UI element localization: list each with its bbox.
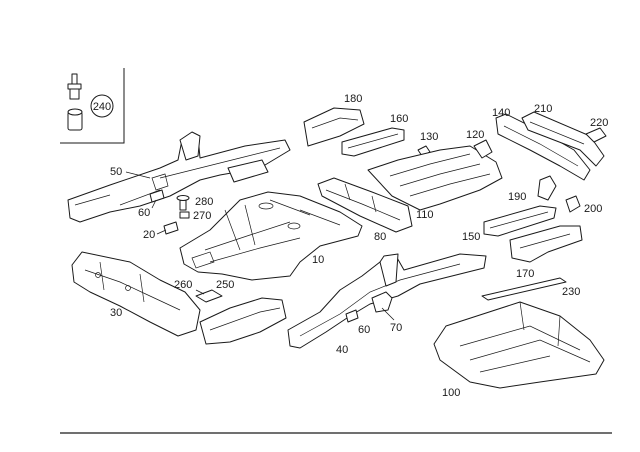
bolt-icon bbox=[67, 73, 82, 100]
nut-icon bbox=[67, 108, 83, 131]
label-80: 80 bbox=[374, 231, 386, 243]
label-130: 130 bbox=[420, 131, 438, 143]
label-150: 150 bbox=[462, 231, 480, 243]
label-10: 10 bbox=[312, 254, 324, 266]
inset-240: 240 bbox=[60, 68, 125, 144]
label-270: 270 bbox=[193, 210, 211, 222]
part-80: 80 bbox=[317, 177, 413, 243]
label-240: 240 bbox=[93, 101, 111, 113]
part-210: 210 bbox=[521, 103, 605, 167]
part-150: 150 bbox=[462, 205, 557, 243]
part-160: 160 bbox=[341, 113, 408, 157]
label-30: 30 bbox=[110, 307, 122, 319]
label-200: 200 bbox=[584, 203, 602, 215]
part-40: 40 bbox=[287, 253, 487, 356]
part-180: 180 bbox=[303, 93, 365, 147]
part-220: 220 bbox=[585, 117, 608, 143]
label-20: 20 bbox=[143, 229, 155, 241]
part-30: 30 bbox=[71, 251, 201, 337]
label-50: 50 bbox=[110, 166, 122, 178]
part-100: 100 bbox=[433, 301, 605, 399]
part-60-left: 60 bbox=[138, 189, 165, 219]
part-230: 230 bbox=[481, 277, 580, 301]
label-70: 70 bbox=[390, 322, 402, 334]
label-210: 210 bbox=[534, 103, 552, 115]
label-140: 140 bbox=[492, 107, 510, 119]
parts-190-200: 190 200 bbox=[508, 175, 602, 215]
label-230: 230 bbox=[562, 286, 580, 298]
parts-60-70: 60 70 bbox=[345, 291, 402, 336]
part-50: 50 bbox=[67, 131, 291, 223]
label-60a: 60 bbox=[138, 207, 150, 219]
part-10: 10 bbox=[179, 191, 363, 281]
label-40: 40 bbox=[336, 344, 348, 356]
label-100: 100 bbox=[442, 387, 460, 399]
part-140: 140 bbox=[492, 107, 591, 181]
label-160: 160 bbox=[390, 113, 408, 125]
label-170: 170 bbox=[516, 268, 534, 280]
label-60b: 60 bbox=[358, 324, 370, 336]
label-250: 250 bbox=[216, 279, 234, 291]
parts-260-250: 260 250 bbox=[174, 279, 287, 345]
fasteners-280-270-20: 280 270 20 bbox=[143, 195, 213, 241]
label-180: 180 bbox=[344, 93, 362, 105]
part-120: 120 bbox=[466, 129, 493, 159]
label-260: 260 bbox=[174, 279, 192, 291]
label-190: 190 bbox=[508, 191, 526, 203]
part-110: 110 bbox=[367, 145, 503, 221]
label-220: 220 bbox=[590, 117, 608, 129]
label-120: 120 bbox=[466, 129, 484, 141]
part-170: 170 bbox=[509, 225, 583, 280]
label-110: 110 bbox=[416, 209, 434, 221]
label-280: 280 bbox=[195, 196, 213, 208]
